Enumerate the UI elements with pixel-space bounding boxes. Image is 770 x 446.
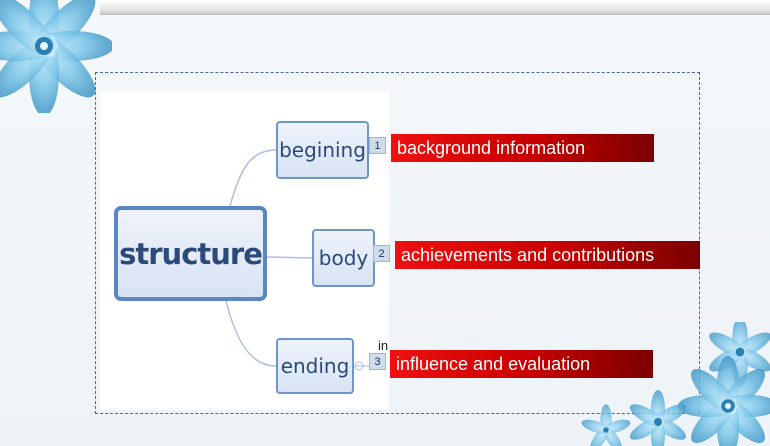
flower-decoration-top-left — [0, 0, 112, 113]
slide-top-bar — [100, 0, 770, 15]
flower-decoration-bottom-right — [581, 322, 770, 446]
connector-ending — [225, 300, 277, 367]
node-body: body — [312, 229, 375, 287]
number-tag-2: 2 — [373, 245, 390, 262]
node-begining: begining — [276, 121, 369, 179]
label-influence-evaluation: influence and evaluation — [390, 350, 653, 378]
central-node: structure — [114, 206, 267, 301]
number-tag-1: 1 — [369, 137, 386, 154]
connector-begining — [229, 149, 277, 207]
label-achievements-contributions: achievements and contributions — [395, 241, 700, 269]
label-background-information: background information — [391, 134, 654, 162]
node-ending: ending — [276, 338, 354, 394]
number-tag-3: 3 — [369, 353, 386, 370]
connector-body — [266, 256, 313, 259]
stray-text-fragment: in — [378, 338, 389, 353]
